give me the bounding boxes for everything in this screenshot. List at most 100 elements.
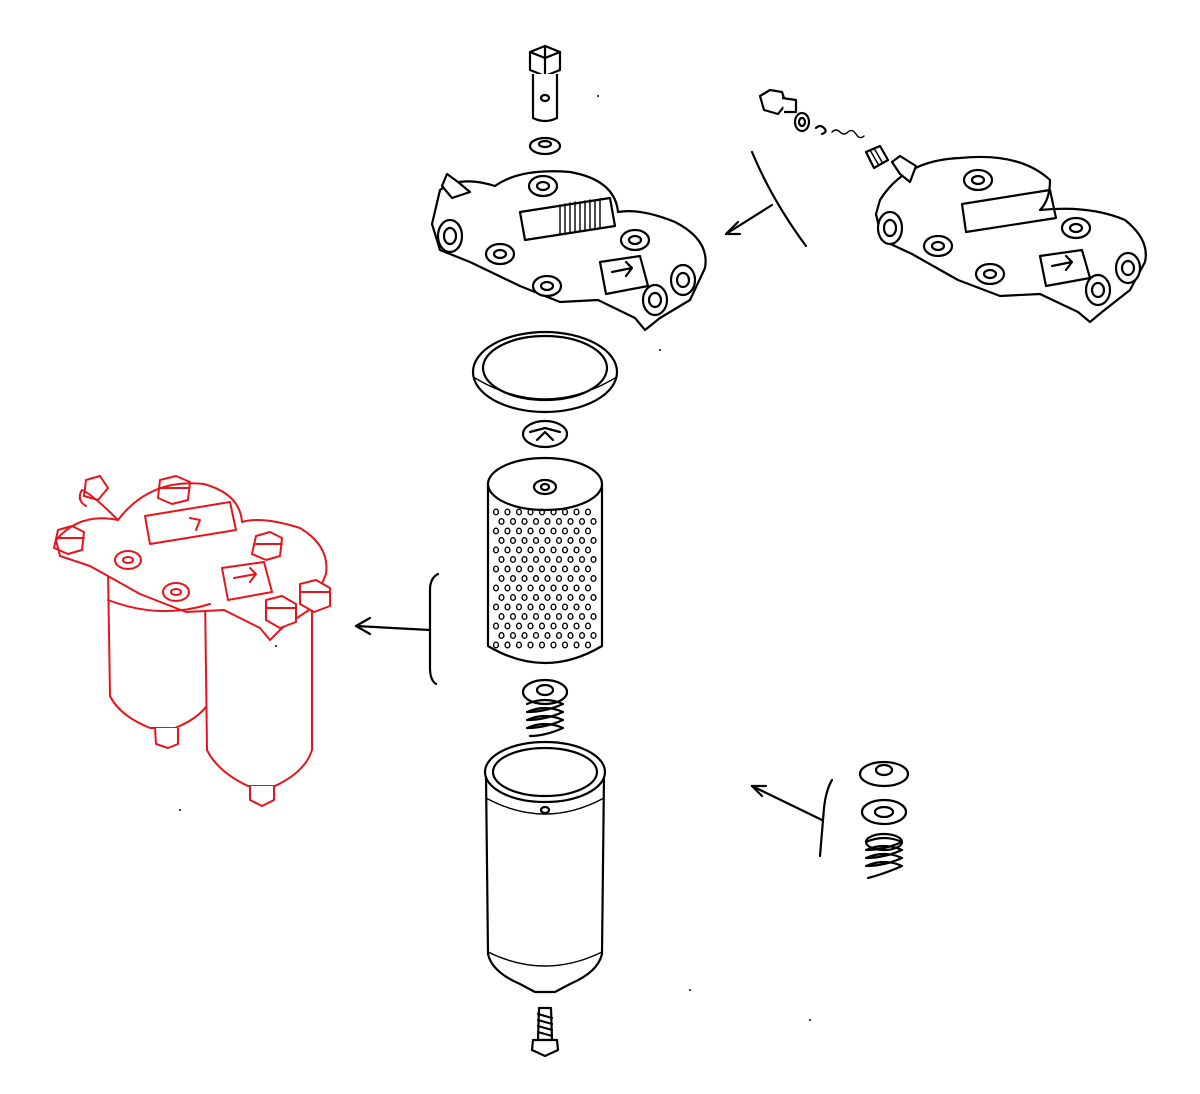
twin-filter-assembly[interactable] [53,475,331,807]
perforation-hole [527,641,534,649]
perforation-hole [567,594,574,602]
perforation-hole [532,556,540,564]
perforation-hole [584,527,592,535]
filter-perforations [492,508,597,649]
perforation-hole [561,603,569,611]
perforation-hole [504,527,511,535]
perforation-hole [590,594,597,602]
perforation-hole [555,518,563,526]
perforation-hole [515,603,523,611]
perforation-hole [578,594,586,602]
perforation-hole [521,537,528,545]
perforation-hole [573,508,580,516]
spring-with-seat[interactable] [521,678,569,738]
perforation-hole [550,641,557,649]
perforation-hole [573,527,580,535]
perforation-hole [584,584,592,592]
perforation-hole [567,537,574,545]
perforation-hole [544,575,551,583]
perforation-hole [584,565,592,573]
perforation-hole [573,603,580,611]
perforation-hole [527,622,534,630]
perforation-hole [550,622,557,630]
perforation-hole [492,603,500,611]
perforation-hole [544,537,551,545]
perforation-hole [544,594,551,602]
perforation-hole [492,584,500,592]
perforation-hole [550,565,557,573]
filter-bowl[interactable] [483,740,607,994]
perforation-hole [509,556,517,564]
perforation-hole [498,632,505,640]
perforation-hole [555,613,563,621]
perforation-hole [544,518,551,526]
perforation-hole [561,641,569,649]
perforation-hole [573,641,580,649]
perforation-hole [590,613,597,621]
perforation-hole [573,584,580,592]
perforation-hole [555,632,563,640]
perforation-hole [492,565,500,573]
center-seal-washer[interactable] [521,419,569,449]
perforation-hole [504,641,511,649]
spring-kit[interactable] [858,760,910,880]
sealing-washer[interactable] [528,136,562,156]
perforation-hole [498,575,505,583]
perforation-hole [498,518,505,526]
scan-speckles [179,95,811,1021]
perforation-hole [504,546,511,554]
perforation-hole [527,546,534,554]
perforation-hole [550,508,557,516]
perforation-hole [561,565,569,573]
perforation-hole [509,518,517,526]
perforation-hole [509,613,517,621]
perforation-hole [521,632,528,640]
perforation-hole [561,508,569,516]
perforation-hole [567,575,574,583]
perforation-hole [532,537,540,545]
perforation-hole [527,527,534,535]
perforation-hole [555,594,563,602]
perforation-hole [538,641,546,649]
filter-element[interactable] [486,456,604,665]
relief-valve-parts[interactable] [758,88,890,170]
sealing-ring[interactable] [471,330,619,414]
filter-head-with-relief-valve[interactable] [874,154,1147,324]
perforation-hole [538,527,546,535]
banjo-bolt[interactable] [528,44,562,123]
perforation-hole [555,537,563,545]
drain-plug[interactable] [530,1006,560,1058]
perforation-hole [515,508,523,516]
perforation-hole [504,565,511,573]
perforation-hole [515,641,523,649]
perforation-hole [527,584,534,592]
perforation-hole [527,603,534,611]
perforation-hole [492,527,500,535]
perforation-hole [538,546,546,554]
perforation-hole [492,641,500,649]
perforation-hole [578,537,586,545]
perforation-hole [509,575,517,583]
perforation-hole [573,622,580,630]
perforation-hole [590,518,597,526]
perforation-hole [532,575,540,583]
perforation-hole [544,613,551,621]
perforation-hole [492,546,500,554]
perforation-hole [567,613,574,621]
perforation-hole [544,556,551,564]
perforation-hole [538,565,546,573]
perforation-hole [578,575,586,583]
perforation-hole [498,556,505,564]
filter-head[interactable] [430,170,707,332]
perforation-hole [567,632,574,640]
perforation-hole [509,594,517,602]
callout-bracket-top [724,150,808,248]
perforation-hole [498,594,505,602]
perforation-hole [590,556,597,564]
callout-bracket-left [354,572,440,686]
perforation-hole [498,537,505,545]
perforation-hole [492,622,500,630]
perforation-hole [538,508,546,516]
